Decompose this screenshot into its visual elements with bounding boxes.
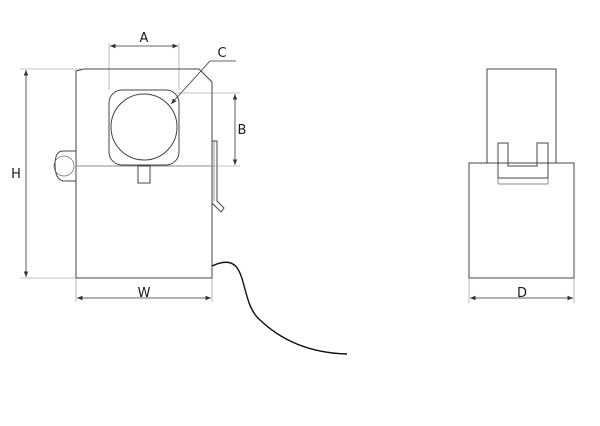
dimension-d: D: [468, 278, 575, 303]
dimension-label-h: H: [11, 167, 21, 182]
side-lower-block: [468, 162, 575, 279]
front-view: [53, 68, 348, 355]
dimension-a: A: [108, 31, 180, 90]
latch-tab: [137, 165, 151, 184]
side-u-clip: [497, 142, 549, 179]
dimension-label-w: W: [138, 286, 151, 301]
side-view: [468, 68, 575, 279]
dimension-label-d: D: [517, 286, 527, 301]
side-clip: [211, 140, 225, 213]
dimension-h: H: [11, 68, 84, 279]
aperture-frame: [108, 89, 180, 166]
side-knob-bulge: [53, 155, 75, 177]
front-body-outline: [75, 68, 213, 279]
dimension-c: C: [170, 46, 236, 105]
dimension-w: W: [75, 278, 213, 302]
aperture-circle: [110, 93, 178, 161]
dimension-b: B: [176, 92, 247, 167]
lead-cable: [211, 261, 348, 355]
dimension-label-c: C: [217, 46, 226, 61]
dimension-label-b: B: [238, 123, 247, 138]
side-knob: [54, 150, 76, 182]
side-upper-block: [486, 68, 557, 164]
dimension-label-a: A: [140, 31, 149, 46]
